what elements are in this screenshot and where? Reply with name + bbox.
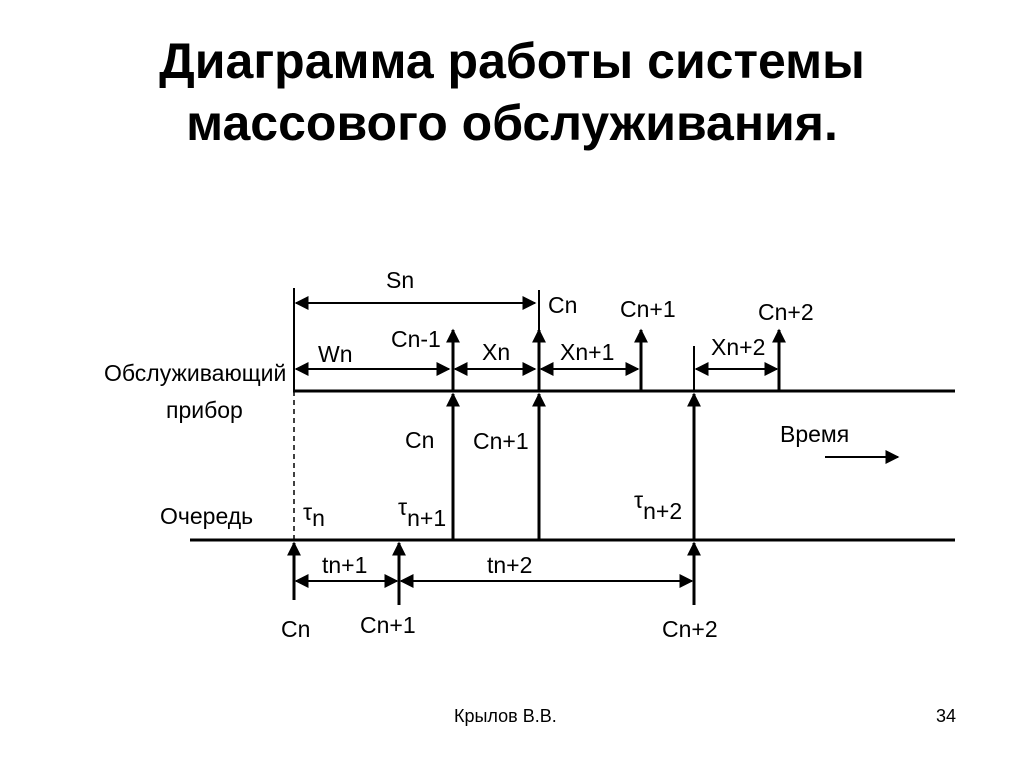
server-event-label-cn-1: Cn-1 (391, 326, 441, 352)
transfer-label-cn: Cn (405, 427, 434, 453)
server-event-label-cn2: Cn+2 (758, 299, 814, 325)
server-axis-label: Обслуживающий (104, 360, 286, 386)
xn1-label: Xn+1 (560, 339, 614, 365)
sn-label: Sn (386, 267, 414, 293)
tn1-label: tn+1 (322, 552, 367, 578)
footer-author: Крылов В.В. (454, 706, 557, 726)
server-axis-label-2: прибор (166, 397, 243, 423)
arrival-label-cn1: Cn+1 (360, 612, 416, 638)
wn-label: Wn (318, 341, 353, 367)
slide-title: Диаграмма работы системы массового обслу… (0, 30, 1024, 154)
queue-axis-label: Очередь (160, 503, 253, 529)
transfer-label-cn1: Cn+1 (473, 428, 529, 454)
server-event-label-cn: Cn (548, 292, 577, 318)
title-line-1: Диаграмма работы системы (159, 33, 865, 89)
page-number: 34 (936, 706, 957, 726)
tau-n1-label: τn+1 (398, 494, 446, 531)
time-label: Время (780, 421, 849, 447)
arrival-label-cn2: Cn+2 (662, 616, 718, 642)
server-event-label-cn1: Cn+1 (620, 296, 676, 322)
tn2-label: tn+2 (487, 552, 532, 578)
title-line-2: массового обслуживания. (186, 95, 838, 151)
xn2-label: Xn+2 (711, 334, 765, 360)
arrival-label-cn: Cn (281, 616, 310, 642)
xn-label: Xn (482, 339, 510, 365)
tau-n2-label: τn+2 (634, 487, 682, 524)
tau-n-label: τn (303, 499, 325, 531)
